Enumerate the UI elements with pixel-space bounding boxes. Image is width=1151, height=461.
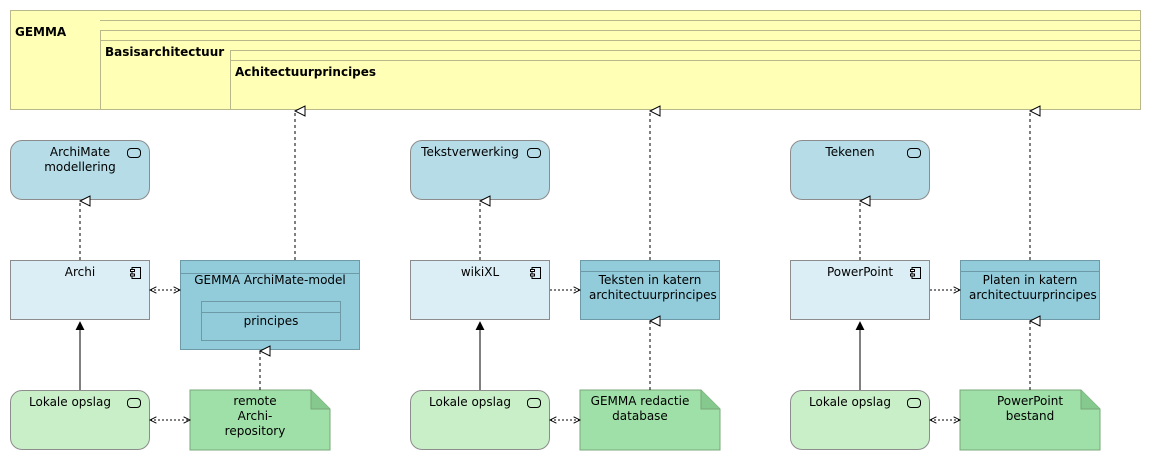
technology-service-icon <box>907 398 921 408</box>
service-tekenen[interactable]: Tekenen <box>790 140 930 200</box>
service-icon <box>127 148 141 158</box>
service-icon <box>527 148 541 158</box>
group-header-line <box>100 20 1141 21</box>
service-label: ArchiMate modellering <box>44 145 116 174</box>
data-object-inner-label: principes <box>243 314 299 328</box>
component-wikixl[interactable]: wikiXL <box>410 260 550 320</box>
data-object-label: Teksten in katern architectuurprincipes <box>589 273 717 302</box>
group-header-line <box>230 60 1141 61</box>
gemma-group-title: GEMMA <box>15 25 67 39</box>
artifact-gemma-redactie-database[interactable] <box>579 389 721 451</box>
data-object-teksten-in-katern[interactable]: Teksten in katern architectuurprincipes <box>580 260 720 320</box>
artifact-powerpoint-bestand[interactable] <box>959 389 1101 451</box>
service-label: Tekstverwerking <box>421 145 519 159</box>
technology-label: Lokale opslag <box>429 395 511 409</box>
data-object-gemma-archimate-model[interactable]: GEMMA ArchiMate-model principes <box>180 260 360 350</box>
component-icon <box>130 267 141 279</box>
basisarchitectuur-group-title: Basisarchitectuur <box>105 45 225 59</box>
artifact-label: remote Archi-repository <box>224 394 286 438</box>
component-label: wikiXL <box>460 265 500 279</box>
data-object-header-line <box>961 271 1099 272</box>
component-label: Archi <box>64 265 96 279</box>
group-header-line <box>100 40 1141 41</box>
data-object-platen-in-katern[interactable]: Platen in katern architectuurprincipes <box>960 260 1100 320</box>
technology-service-lokale-opslag-3[interactable]: Lokale opslag <box>790 390 930 450</box>
component-powerpoint[interactable]: PowerPoint <box>790 260 930 320</box>
data-object-header-line <box>581 271 719 272</box>
data-object-label: GEMMA ArchiMate-model <box>194 273 346 287</box>
component-icon <box>910 267 921 279</box>
artifact-label: GEMMA redactie database <box>590 394 690 423</box>
data-object-header-line <box>181 273 359 274</box>
component-archi[interactable]: Archi <box>10 260 150 320</box>
inner-header-line <box>202 312 340 313</box>
technology-service-lokale-opslag-1[interactable]: Lokale opslag <box>10 390 150 450</box>
data-object-label: Platen in katern architectuurprincipes <box>969 273 1097 302</box>
technology-label: Lokale opslag <box>809 395 891 409</box>
service-label: Tekenen <box>825 145 875 159</box>
component-label: PowerPoint <box>826 265 894 279</box>
technology-service-icon <box>127 398 141 408</box>
artifact-label: PowerPoint bestand <box>996 394 1064 423</box>
technology-label: Lokale opslag <box>29 395 111 409</box>
data-object-inner-principes[interactable]: principes <box>201 301 341 341</box>
technology-service-icon <box>527 398 541 408</box>
architectuurprincipes-group-title: Achitectuurprincipes <box>235 65 377 79</box>
component-icon <box>530 267 541 279</box>
technology-service-lokale-opslag-2[interactable]: Lokale opslag <box>410 390 550 450</box>
service-icon <box>907 148 921 158</box>
artifact-remote-archi-repository[interactable] <box>189 389 331 451</box>
service-tekstverwerking[interactable]: Tekstverwerking <box>410 140 550 200</box>
